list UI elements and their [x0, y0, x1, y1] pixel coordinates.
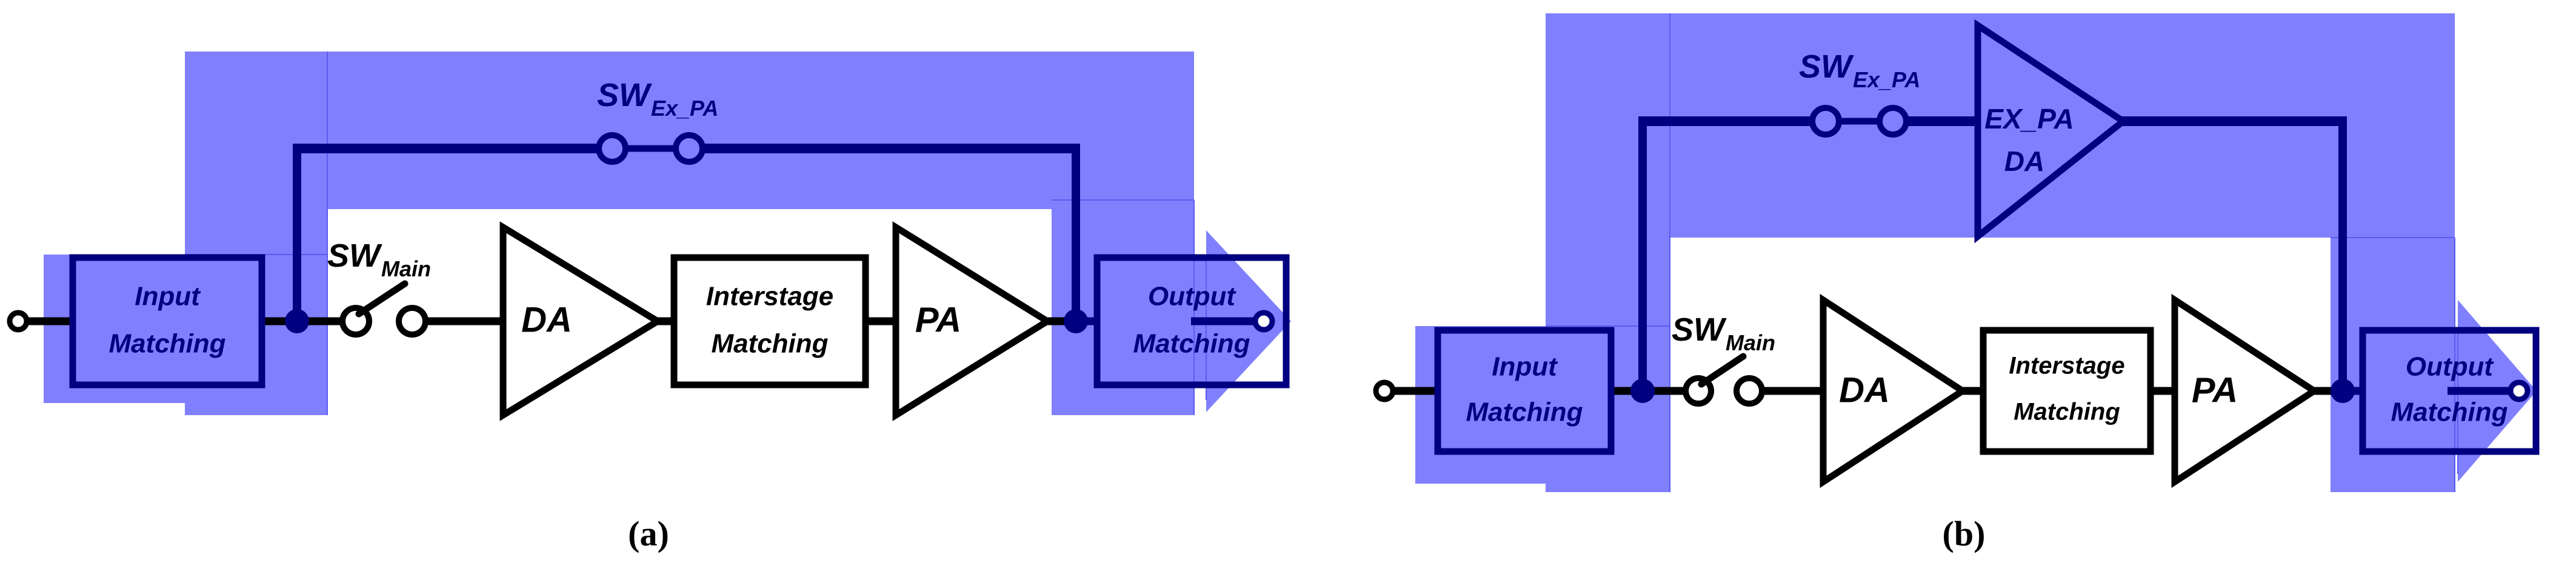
- input-matching-block-a[interactable]: Input Matching: [69, 254, 265, 388]
- amplifier-pa-triangle-b: [2171, 293, 2321, 488]
- input-matching-rect-b: [1434, 327, 1615, 455]
- label-sw-ex-pa-b: SWEx_PA: [1799, 48, 1920, 92]
- input-matching-rect-a: [69, 254, 265, 388]
- sw-ex-pa-left-ring-b[interactable]: [1809, 105, 1842, 138]
- label-sw-ex-pa-a: SWEx_PA: [597, 77, 718, 121]
- sw-main-sub-a: Main: [381, 256, 431, 281]
- output-matching-line2-b: Matching: [2391, 398, 2508, 427]
- sw-main-base-a: SW: [327, 238, 382, 274]
- svg-text:SWEx_PA: SWEx_PA: [597, 77, 718, 121]
- sw-ex-pa-sub-a: Ex_PA: [651, 96, 718, 121]
- sw-main-lever-a[interactable]: [355, 280, 409, 318]
- output-matching-line1-b: Output: [2406, 352, 2495, 382]
- interstage-matching-line1-a: Interstage: [706, 282, 833, 312]
- output-matching-line2-a: Matching: [1133, 329, 1250, 359]
- switch-sw-main-a[interactable]: [339, 280, 429, 338]
- output-matching-block-a[interactable]: Output Matching: [1093, 254, 1290, 388]
- junction-output-node-b: [2331, 379, 2355, 403]
- junction-output-node-a: [1064, 309, 1088, 333]
- bypass-wires-a: [293, 144, 1258, 325]
- switch-sw-ex-pa-b[interactable]: [1809, 105, 1909, 138]
- switch-sw-ex-pa-a[interactable]: [596, 132, 706, 165]
- diagram-b: SWEx_PA EX_PA DA Input Matching: [1373, 13, 2540, 553]
- input-terminal-a[interactable]: [7, 310, 30, 333]
- interstage-matching-line2-a: Matching: [711, 329, 828, 359]
- panel-a: SWEx_PA Input Matching SWMain: [7, 52, 1291, 553]
- diagram-a: SWEx_PA Input Matching SWMain: [7, 52, 1291, 553]
- amplifier-da-triangle-b: [1820, 293, 1969, 488]
- sw-main-base-b: SW: [1672, 312, 1727, 348]
- amplifier-ex-pa-da-line1-b: EX_PA: [1984, 103, 2074, 135]
- sw-main-right-ring-b[interactable]: [1733, 375, 1765, 407]
- sw-ex-pa-left-ring-a[interactable]: [596, 132, 629, 165]
- sw-ex-pa-right-ring-b[interactable]: [1877, 105, 1909, 138]
- interstage-matching-rect-b: [1980, 327, 2154, 455]
- svg-text:SWMain: SWMain: [1672, 312, 1775, 355]
- highlight-upper-a: [185, 52, 1194, 209]
- amplifier-ex-pa-da-line2-b: DA: [2004, 145, 2044, 177]
- switch-sw-main-b[interactable]: [1683, 353, 1765, 407]
- output-matching-line1-a: Output: [1148, 282, 1237, 312]
- output-terminal-b[interactable]: [2508, 379, 2531, 402]
- sw-ex-pa-base-b: SW: [1799, 48, 1854, 85]
- sw-main-lever-b[interactable]: [1698, 353, 1747, 388]
- amplifier-pa-a[interactable]: PA: [892, 221, 1054, 421]
- amplifier-pa-triangle-a: [892, 221, 1054, 421]
- input-matching-block-b[interactable]: Input Matching: [1434, 327, 1615, 455]
- label-sw-main-b: SWMain: [1672, 312, 1775, 355]
- input-matching-line2-a: Matching: [108, 329, 225, 359]
- interstage-matching-line2-b: Matching: [2014, 399, 2120, 425]
- input-matching-line2-b: Matching: [1466, 398, 1583, 427]
- sw-main-sub-b: Main: [1726, 330, 1775, 355]
- interstage-matching-block-a[interactable]: Interstage Matching: [670, 254, 869, 388]
- output-matching-rect-a: [1093, 254, 1290, 388]
- interstage-matching-line1-b: Interstage: [2009, 353, 2124, 379]
- output-matching-rect-b: [2359, 327, 2540, 455]
- input-terminal-b[interactable]: [1373, 379, 1396, 402]
- junction-input-node-a: [285, 309, 309, 333]
- amplifier-da-b[interactable]: DA: [1820, 293, 1969, 488]
- sw-ex-pa-sub-b: Ex_PA: [1853, 67, 1920, 92]
- junction-input-node-b: [1630, 379, 1655, 403]
- input-matching-line1-a: Input: [135, 282, 201, 312]
- highlight-input-b: [1415, 326, 1670, 484]
- caption-b: (b): [1943, 514, 1986, 553]
- amplifier-da-triangle-a: [499, 221, 664, 421]
- svg-text:SWMain: SWMain: [327, 238, 431, 281]
- sw-ex-pa-base-a: SW: [597, 77, 652, 113]
- highlight-input-a: [44, 255, 327, 403]
- sw-ex-pa-right-ring-a[interactable]: [673, 132, 706, 165]
- svg-text:SWEx_PA: SWEx_PA: [1799, 48, 1920, 92]
- amplifier-ex-pa-da-b[interactable]: EX_PA DA: [1974, 19, 2129, 244]
- amplifier-pa-label-a: PA: [915, 300, 961, 339]
- output-terminal-a[interactable]: [1252, 310, 1275, 333]
- panel-b: SWEx_PA EX_PA DA Input Matching: [1364, 0, 2576, 580]
- sw-main-right-ring-a[interactable]: [396, 305, 429, 338]
- output-matching-block-b[interactable]: Output Matching: [2359, 327, 2540, 455]
- input-matching-line1-b: Input: [1492, 352, 1558, 382]
- amplifier-ex-pa-da-triangle-b: [1974, 19, 2129, 244]
- amplifier-da-label-b: DA: [1839, 370, 1890, 410]
- amplifier-pa-b[interactable]: PA: [2171, 293, 2321, 488]
- interstage-matching-rect-a: [670, 254, 869, 388]
- label-sw-main-a: SWMain: [327, 238, 431, 281]
- amplifier-pa-label-b: PA: [2192, 370, 2238, 410]
- interstage-matching-block-b[interactable]: Interstage Matching: [1980, 327, 2154, 455]
- amplifier-da-a[interactable]: DA: [499, 221, 664, 421]
- amplifier-da-label-a: DA: [521, 300, 572, 339]
- caption-a: (a): [628, 514, 669, 553]
